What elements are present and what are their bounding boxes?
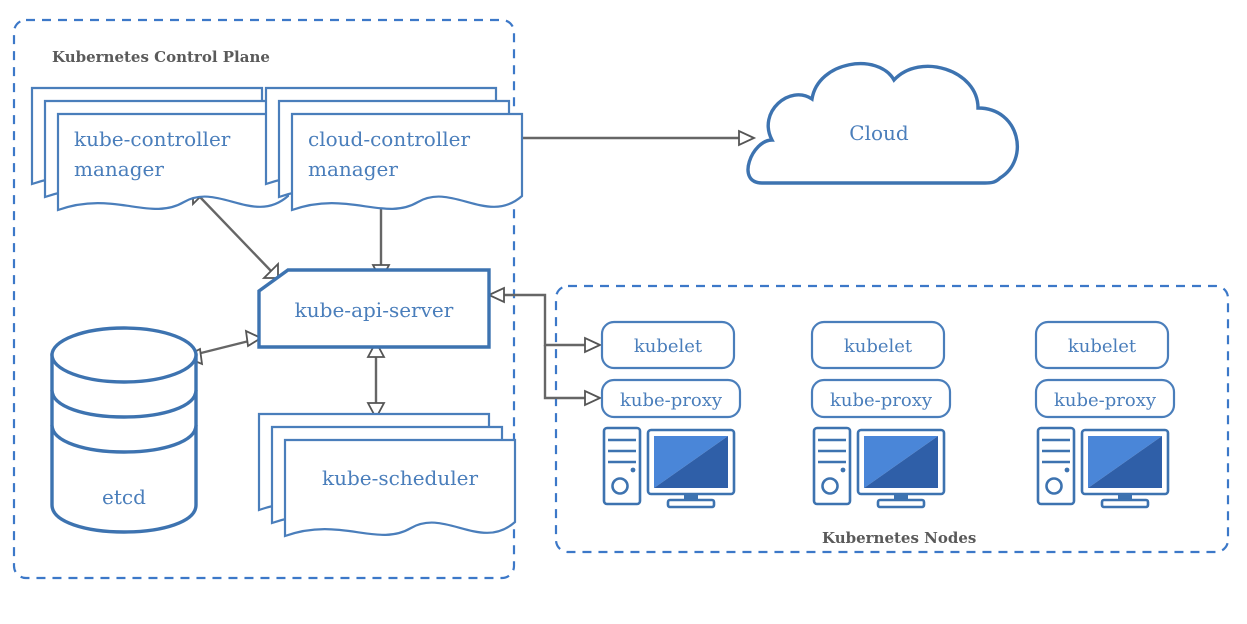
node-1-kubelet-label: kubelet bbox=[634, 336, 703, 357]
node-1-kube-proxy-label: kube-proxy bbox=[620, 390, 723, 411]
kube-api-server[interactable]: kube-api-server bbox=[257, 268, 491, 349]
node-2-computer-icon bbox=[812, 426, 946, 509]
node-3-kube-proxy-label: kube-proxy bbox=[1054, 390, 1157, 411]
control-plane-label: Kubernetes Control Plane bbox=[52, 48, 270, 66]
node-3-kubelet[interactable]: kubelet bbox=[1034, 320, 1170, 370]
cloud-controller-manager-line2: manager bbox=[308, 157, 398, 181]
connector-ccm-to-cloud bbox=[492, 129, 757, 147]
node-2: kubelet kube-proxy bbox=[810, 320, 952, 509]
connector-apiserver-to-scheduler bbox=[366, 340, 386, 420]
node-3-computer-icon bbox=[1036, 426, 1170, 509]
cloud-controller-manager-line1: cloud-controller bbox=[308, 127, 470, 151]
node-2-kubelet-label: kubelet bbox=[844, 336, 913, 357]
cloud-controller-manager[interactable]: cloud-controller manager bbox=[264, 86, 524, 212]
node-1-kube-proxy[interactable]: kube-proxy bbox=[600, 378, 742, 419]
etcd-label: etcd bbox=[102, 485, 146, 509]
node-2-kube-proxy[interactable]: kube-proxy bbox=[810, 378, 952, 419]
node-1: kubelet kube-proxy bbox=[600, 320, 742, 509]
node-3: kubelet kube-proxy bbox=[1034, 320, 1176, 509]
cloud-label: Cloud bbox=[849, 121, 909, 145]
etcd[interactable]: etcd bbox=[50, 326, 198, 534]
control-plane-boundary bbox=[12, 18, 516, 580]
nodes-boundary bbox=[554, 284, 1230, 554]
kube-controller-manager-line2: manager bbox=[74, 157, 164, 181]
kube-api-server-label: kube-api-server bbox=[295, 298, 454, 322]
node-3-kubelet-label: kubelet bbox=[1068, 336, 1137, 357]
kube-controller-manager-line1: kube-controller bbox=[74, 127, 231, 151]
cloud-shape bbox=[746, 61, 1019, 185]
nodes-label: Kubernetes Nodes bbox=[822, 529, 976, 547]
kube-scheduler-label: kube-scheduler bbox=[322, 466, 478, 490]
node-2-kube-proxy-label: kube-proxy bbox=[830, 390, 933, 411]
node-1-kubelet[interactable]: kubelet bbox=[600, 320, 736, 370]
kube-controller-manager[interactable]: kube-controller manager bbox=[30, 86, 290, 212]
connector-apiserver-to-node1 bbox=[486, 286, 603, 407]
kube-scheduler[interactable]: kube-scheduler bbox=[257, 412, 517, 538]
node-2-kubelet[interactable]: kubelet bbox=[810, 320, 946, 370]
node-1-computer-icon bbox=[602, 426, 736, 509]
node-3-kube-proxy[interactable]: kube-proxy bbox=[1034, 378, 1176, 419]
